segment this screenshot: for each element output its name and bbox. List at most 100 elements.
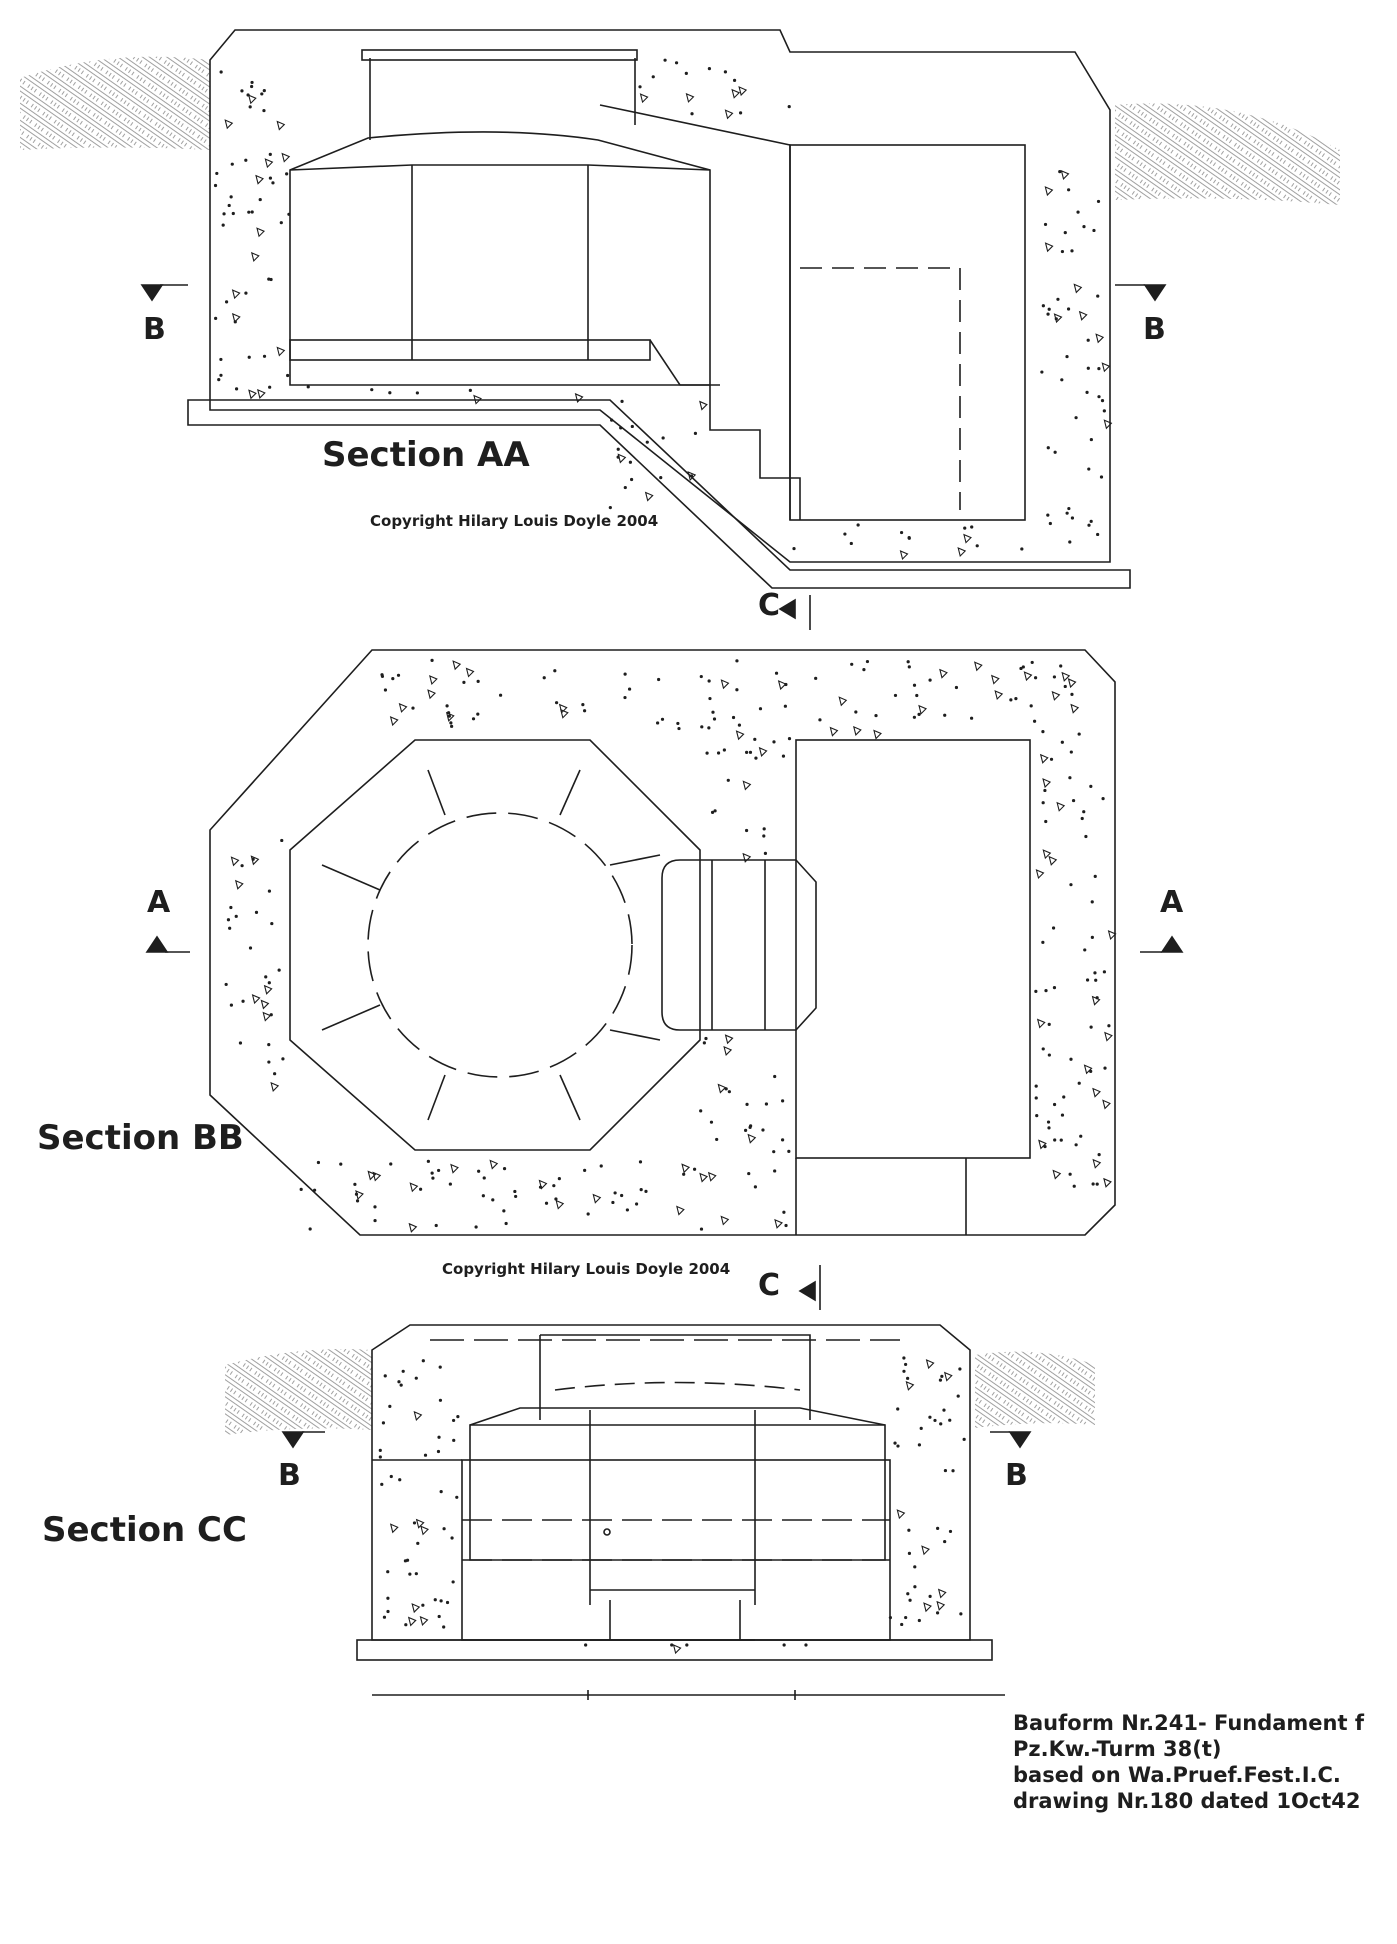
aggregate-dot [247, 210, 251, 214]
aggregate-mark [1073, 283, 1083, 294]
aggregate-dot [380, 674, 385, 678]
aggregate-dot [709, 1120, 714, 1124]
aggregate-dot [656, 721, 660, 725]
section-aa-title: Section AA [322, 435, 530, 475]
aggregate-mark [1053, 313, 1063, 324]
aggregate-dot [928, 1594, 932, 1598]
aggregate-dot [1048, 521, 1052, 526]
aggregate-dot [906, 1592, 910, 1596]
aggregate-dot [214, 316, 218, 320]
aggregate-dot [699, 1227, 704, 1231]
aggregate-dot [1069, 1057, 1073, 1061]
aggregate-dot [1043, 788, 1047, 793]
aggregate-mark [1038, 1139, 1047, 1150]
aggregate-dot [954, 685, 959, 690]
bb-right-a-arrow [1160, 935, 1184, 953]
bb-right-marker: A [1160, 885, 1184, 920]
aggregate-dot [1032, 719, 1037, 723]
aggregate-dot [865, 659, 870, 664]
aa-turret-hatch [361, 49, 638, 61]
aggregate-dot [404, 1623, 408, 1627]
aggregate-mark [560, 708, 569, 719]
ground-earth-right [1115, 103, 1340, 205]
aggregate-dot [482, 1176, 486, 1180]
section-aa-copyright: Copyright Hilary Louis Doyle 2004 [370, 512, 659, 530]
aggregate-mark [1042, 849, 1052, 860]
aggregate-dot [399, 1383, 403, 1387]
aggregate-dot [437, 1168, 441, 1173]
aggregate-dot [1049, 757, 1054, 761]
cc-left-b-arrow [281, 1431, 305, 1449]
aggregate-mark [1039, 753, 1049, 764]
aggregate-dot [234, 914, 238, 918]
aggregate-dot [415, 391, 419, 395]
aggregate-dot [969, 716, 974, 720]
aggregate-mark [758, 746, 768, 757]
aggregate-dot [277, 968, 281, 972]
aggregate-dot [513, 1189, 517, 1194]
aggregate-mark [248, 389, 257, 400]
aggregate-dot [661, 436, 665, 440]
aggregate-dot [229, 195, 233, 199]
aa-right-b-arrow [1143, 284, 1167, 302]
aggregate-dot [620, 1193, 624, 1198]
aggregate-dot [1090, 900, 1094, 904]
aggregate-dot [414, 1572, 418, 1576]
aggregate-dot [353, 1182, 357, 1186]
aggregate-mark [742, 852, 752, 863]
aggregate-dot [1046, 513, 1050, 517]
aggregate-dot [1052, 1102, 1057, 1107]
aggregate-dot [468, 388, 472, 392]
aggregate-mark [896, 1509, 906, 1520]
aggregate-dot [943, 713, 947, 717]
aggregate-mark [943, 1371, 953, 1382]
aggregate-dot [723, 70, 728, 74]
aggregate-dot [782, 1210, 786, 1214]
aggregate-dot [267, 1043, 271, 1047]
aggregate-dot [451, 1418, 456, 1423]
aggregate-dot [474, 1225, 478, 1229]
aggregate-mark [262, 1011, 272, 1022]
aggregate-mark [838, 696, 848, 707]
aggregate-mark [973, 661, 983, 672]
aggregate-mark [723, 1045, 733, 1056]
aggregate-dot [1090, 935, 1094, 940]
aggregate-dot [1052, 675, 1057, 679]
aggregate-dot [1070, 249, 1074, 253]
aggregate-dot [935, 1611, 940, 1615]
aggregate-dot [700, 725, 704, 729]
aggregate-dot [215, 171, 219, 176]
aggregate-dot [271, 181, 275, 185]
aggregate-dot [904, 1362, 908, 1367]
aggregate-dot [904, 1615, 908, 1620]
aggregate-dot [1053, 450, 1057, 454]
aggregate-dot [948, 1529, 953, 1534]
aggregate-dot [907, 1528, 911, 1532]
aggregate-dot [928, 1415, 932, 1419]
aggregate-dot [1071, 798, 1076, 803]
aggregate-dot [1103, 1066, 1107, 1070]
aa-bottom-marker: C [758, 588, 781, 623]
aggregate-dot [1041, 730, 1045, 734]
aggregate-mark [724, 109, 734, 120]
aggregate-dot [250, 210, 254, 214]
aggregate-dot [339, 1162, 343, 1166]
aggregate-dot [907, 536, 911, 540]
bb-bottom-marker: C [758, 1268, 781, 1303]
aggregate-dot [792, 546, 796, 551]
aggregate-dot [705, 751, 709, 755]
aggregate-dot [554, 701, 559, 705]
aggregate-dot [1070, 692, 1074, 697]
aggregate-mark [923, 1602, 932, 1613]
aggregate-dot [258, 197, 262, 202]
aggregate-dot [267, 981, 271, 985]
aggregate-dot [773, 1074, 777, 1079]
aggregate-dot [421, 1359, 425, 1363]
aggregate-dot [1029, 704, 1033, 708]
aggregate-dot [1076, 210, 1080, 214]
section-bb-drawing [209, 649, 1116, 1236]
aa-left-marker: B [143, 312, 166, 347]
aggregate-dot [940, 1374, 944, 1378]
aggregate-mark [420, 1525, 429, 1536]
aggregate-dot [1060, 378, 1064, 382]
